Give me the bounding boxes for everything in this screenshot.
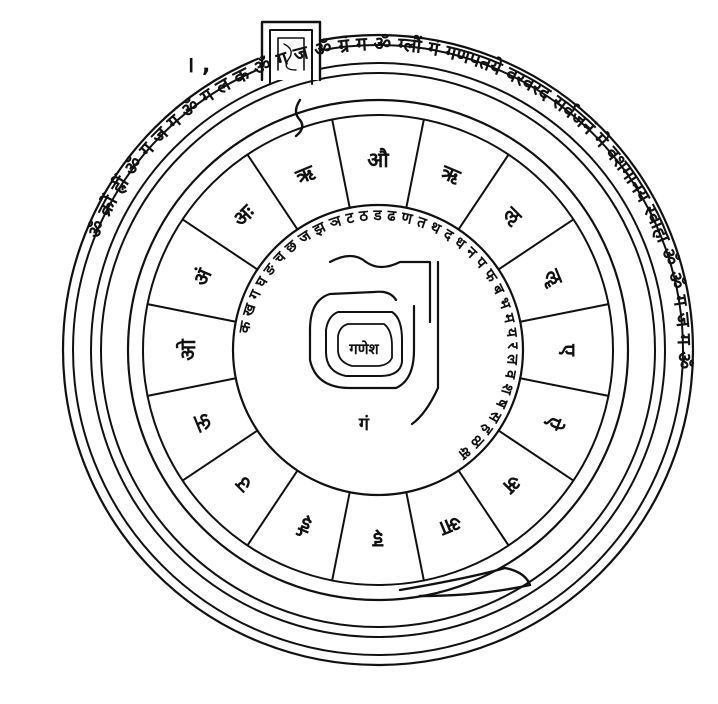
outer-ring-mantra: ॐ क्रों ह्रीं ॐ ग ज ग ॐ ग ल क ॐ ग ज ॐ ग्… xyxy=(83,33,695,369)
serpent-head-mark xyxy=(296,100,302,136)
petal-letter: ए xyxy=(556,343,580,357)
petal-letter: उ xyxy=(230,471,257,498)
petal-divider xyxy=(148,304,236,322)
petal-divider xyxy=(406,492,424,580)
petal-letter: ॡ xyxy=(539,265,568,291)
petal-letter: ओ xyxy=(175,338,200,361)
petal-letter: औ xyxy=(367,147,390,172)
outer-ring-end-mark: । , xyxy=(186,53,210,78)
petal-letter: आ xyxy=(435,510,465,541)
petal-divider xyxy=(183,431,258,481)
petal-letter: इ xyxy=(372,528,384,552)
petal-divider xyxy=(148,378,236,396)
petal-letter: अं xyxy=(188,264,217,289)
petal-letter: ऊ xyxy=(188,409,217,436)
petal-letter: अ xyxy=(498,470,527,499)
petal-letter: अः xyxy=(228,199,260,231)
petal-divider xyxy=(332,120,350,208)
petal-letter: ऋ xyxy=(437,160,465,190)
center-name: गणेश xyxy=(348,340,379,358)
petal-divider xyxy=(520,378,608,396)
petal-letter: ई xyxy=(295,512,316,540)
petal-letter: ऐ xyxy=(540,412,568,435)
petal-divider xyxy=(332,492,350,580)
center-bija: गणेश गं xyxy=(310,256,438,435)
petal-letter: ऋ xyxy=(291,160,319,190)
petal-letter: ऌ xyxy=(498,201,527,230)
petal-divider xyxy=(520,304,608,322)
center-mark: गं xyxy=(358,414,370,435)
petal-divider xyxy=(406,120,424,208)
